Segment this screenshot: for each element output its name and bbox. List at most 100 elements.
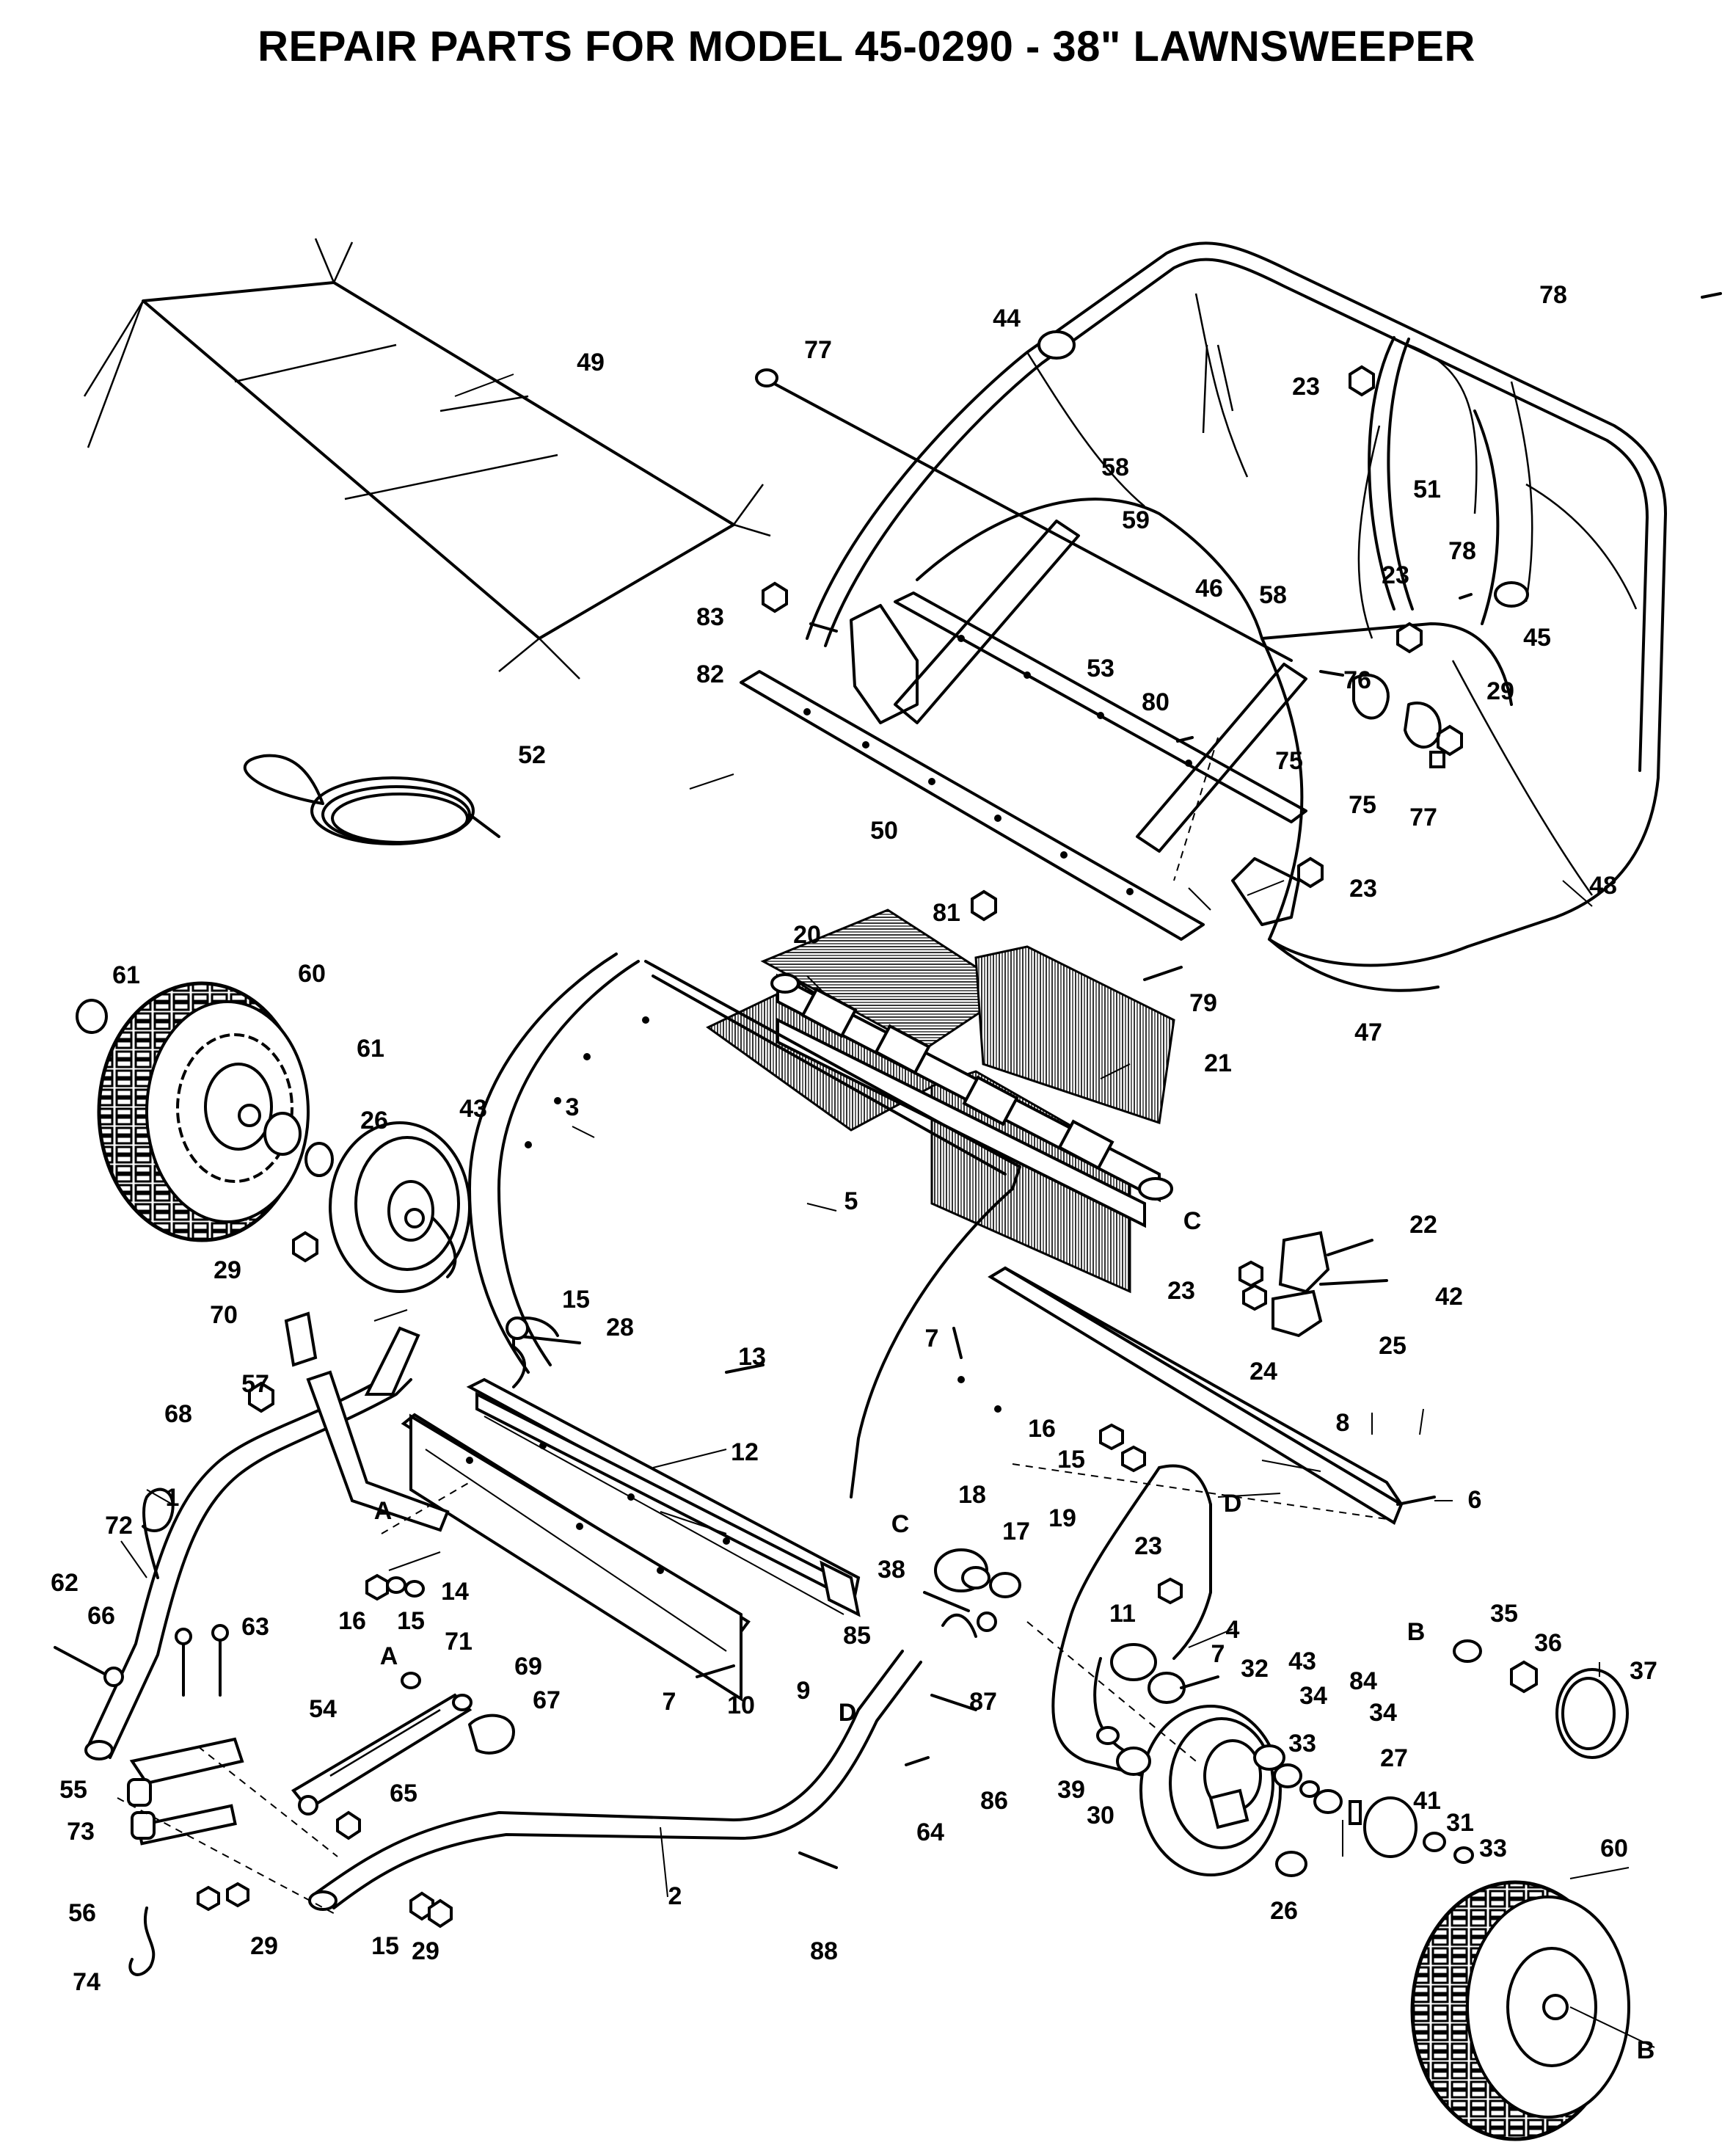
- callout-23: 23: [1292, 373, 1320, 401]
- handle-assembly: [54, 737, 1387, 1976]
- callout-76: 76: [1343, 666, 1371, 694]
- callout-72: 72: [105, 1512, 133, 1540]
- sweeper-housing: [468, 953, 1404, 1777]
- callout-39: 39: [1057, 1776, 1085, 1804]
- callout-57: 57: [241, 1370, 269, 1398]
- callout-7: 7: [663, 1688, 676, 1716]
- left-wheel-60: [76, 981, 334, 1242]
- right-wheel-60: [1410, 1880, 1630, 2141]
- page-title: REPAIR PARTS FOR MODEL 45-0290 - 38" LAW…: [258, 23, 1475, 70]
- callout-28: 28: [606, 1314, 634, 1341]
- callout-47: 47: [1354, 1019, 1382, 1046]
- callout-38: 38: [878, 1556, 905, 1584]
- callout-61: 61: [112, 961, 140, 989]
- callout-26: 26: [1270, 1897, 1298, 1925]
- strips-9-10-12: [401, 1316, 861, 1702]
- rod-77: [755, 368, 1293, 662]
- callout-49: 49: [577, 349, 605, 376]
- callout-48: 48: [1589, 872, 1617, 900]
- callout-2: 2: [668, 1882, 682, 1910]
- callout-64: 64: [916, 1818, 944, 1846]
- callout-70: 70: [210, 1301, 238, 1329]
- callout-C: C: [891, 1510, 910, 1538]
- callout-C: C: [1183, 1207, 1202, 1235]
- callout-66: 66: [87, 1602, 115, 1630]
- callout-20: 20: [793, 921, 821, 949]
- callout-73: 73: [67, 1818, 95, 1846]
- callout-45: 45: [1523, 624, 1551, 652]
- callout-23: 23: [1134, 1532, 1162, 1560]
- callout-23: 23: [1349, 875, 1377, 903]
- callout-29: 29: [250, 1932, 278, 1960]
- callout-10: 10: [727, 1691, 755, 1719]
- callout-19: 19: [1048, 1504, 1076, 1532]
- callout-labels: 1 2 3 4 5 6 7 7 7 8 9 10 11 12 13 14 15 …: [51, 281, 1657, 2064]
- callout-27: 27: [1380, 1744, 1408, 1772]
- callout-26: 26: [360, 1107, 388, 1135]
- callout-60: 60: [1600, 1835, 1628, 1862]
- callout-46: 46: [1195, 575, 1223, 602]
- callout-16: 16: [1028, 1415, 1056, 1443]
- hopper-frame: [806, 241, 1667, 992]
- callout-16: 16: [338, 1607, 366, 1635]
- callout-6: 6: [1468, 1486, 1482, 1514]
- callout-41: 41: [1413, 1787, 1441, 1815]
- callout-22: 22: [1409, 1211, 1437, 1239]
- callout-79: 79: [1189, 989, 1217, 1017]
- callout-83: 83: [696, 603, 724, 631]
- callout-67: 67: [533, 1686, 561, 1714]
- center-hardware: [506, 1316, 1436, 1711]
- callout-54: 54: [309, 1695, 337, 1723]
- callout-30: 30: [1087, 1802, 1114, 1829]
- callout-21: 21: [1204, 1049, 1232, 1077]
- callout-60: 60: [298, 960, 326, 988]
- callout-65: 65: [390, 1780, 417, 1807]
- callout-1: 1: [166, 1484, 180, 1512]
- callout-3: 3: [566, 1093, 580, 1121]
- leader-lines: [120, 374, 1655, 2048]
- hopper-hardware: [762, 292, 1722, 981]
- callout-80: 80: [1142, 688, 1170, 716]
- callout-13: 13: [738, 1343, 766, 1371]
- callout-74: 74: [73, 1968, 101, 1996]
- callout-5: 5: [844, 1187, 858, 1215]
- callout-43: 43: [1288, 1647, 1316, 1675]
- callout-23: 23: [1382, 561, 1409, 589]
- front-plate-50: [740, 520, 1307, 941]
- callout-24: 24: [1249, 1358, 1277, 1385]
- right-hub-43: [1096, 1705, 1282, 1876]
- callout-31: 31: [1446, 1809, 1474, 1837]
- gear-parts: [934, 1548, 1219, 1704]
- callout-18: 18: [958, 1481, 986, 1509]
- callout-34: 34: [1299, 1682, 1327, 1710]
- callout-69: 69: [514, 1653, 542, 1680]
- callout-78: 78: [1448, 537, 1476, 565]
- left-hub-43: [292, 1121, 471, 1293]
- callout-8: 8: [1336, 1409, 1350, 1437]
- callout-29: 29: [214, 1256, 241, 1284]
- callout-81: 81: [933, 899, 960, 927]
- callout-86: 86: [980, 1787, 1008, 1815]
- callout-77: 77: [804, 336, 832, 364]
- callout-87: 87: [969, 1688, 997, 1716]
- callout-7: 7: [1211, 1640, 1225, 1668]
- brush-assembly-20-21: [706, 908, 1175, 1294]
- callout-51: 51: [1413, 476, 1441, 503]
- callout-B: B: [1407, 1618, 1426, 1646]
- callout-29: 29: [412, 1937, 439, 1965]
- bracket-assembly-24-25: [1238, 1231, 1388, 1338]
- callout-52: 52: [518, 741, 546, 769]
- callout-68: 68: [164, 1400, 192, 1428]
- callout-77: 77: [1409, 804, 1437, 831]
- callout-29: 29: [1486, 677, 1514, 705]
- callout-58: 58: [1259, 581, 1287, 609]
- callout-15: 15: [397, 1607, 425, 1635]
- callout-34: 34: [1369, 1699, 1397, 1727]
- callout-85: 85: [843, 1622, 871, 1650]
- callout-44: 44: [993, 305, 1021, 332]
- callout-82: 82: [696, 660, 724, 688]
- callout-14: 14: [441, 1578, 469, 1606]
- callout-61: 61: [357, 1035, 384, 1063]
- callout-15: 15: [1057, 1446, 1085, 1474]
- callout-A: A: [380, 1642, 398, 1670]
